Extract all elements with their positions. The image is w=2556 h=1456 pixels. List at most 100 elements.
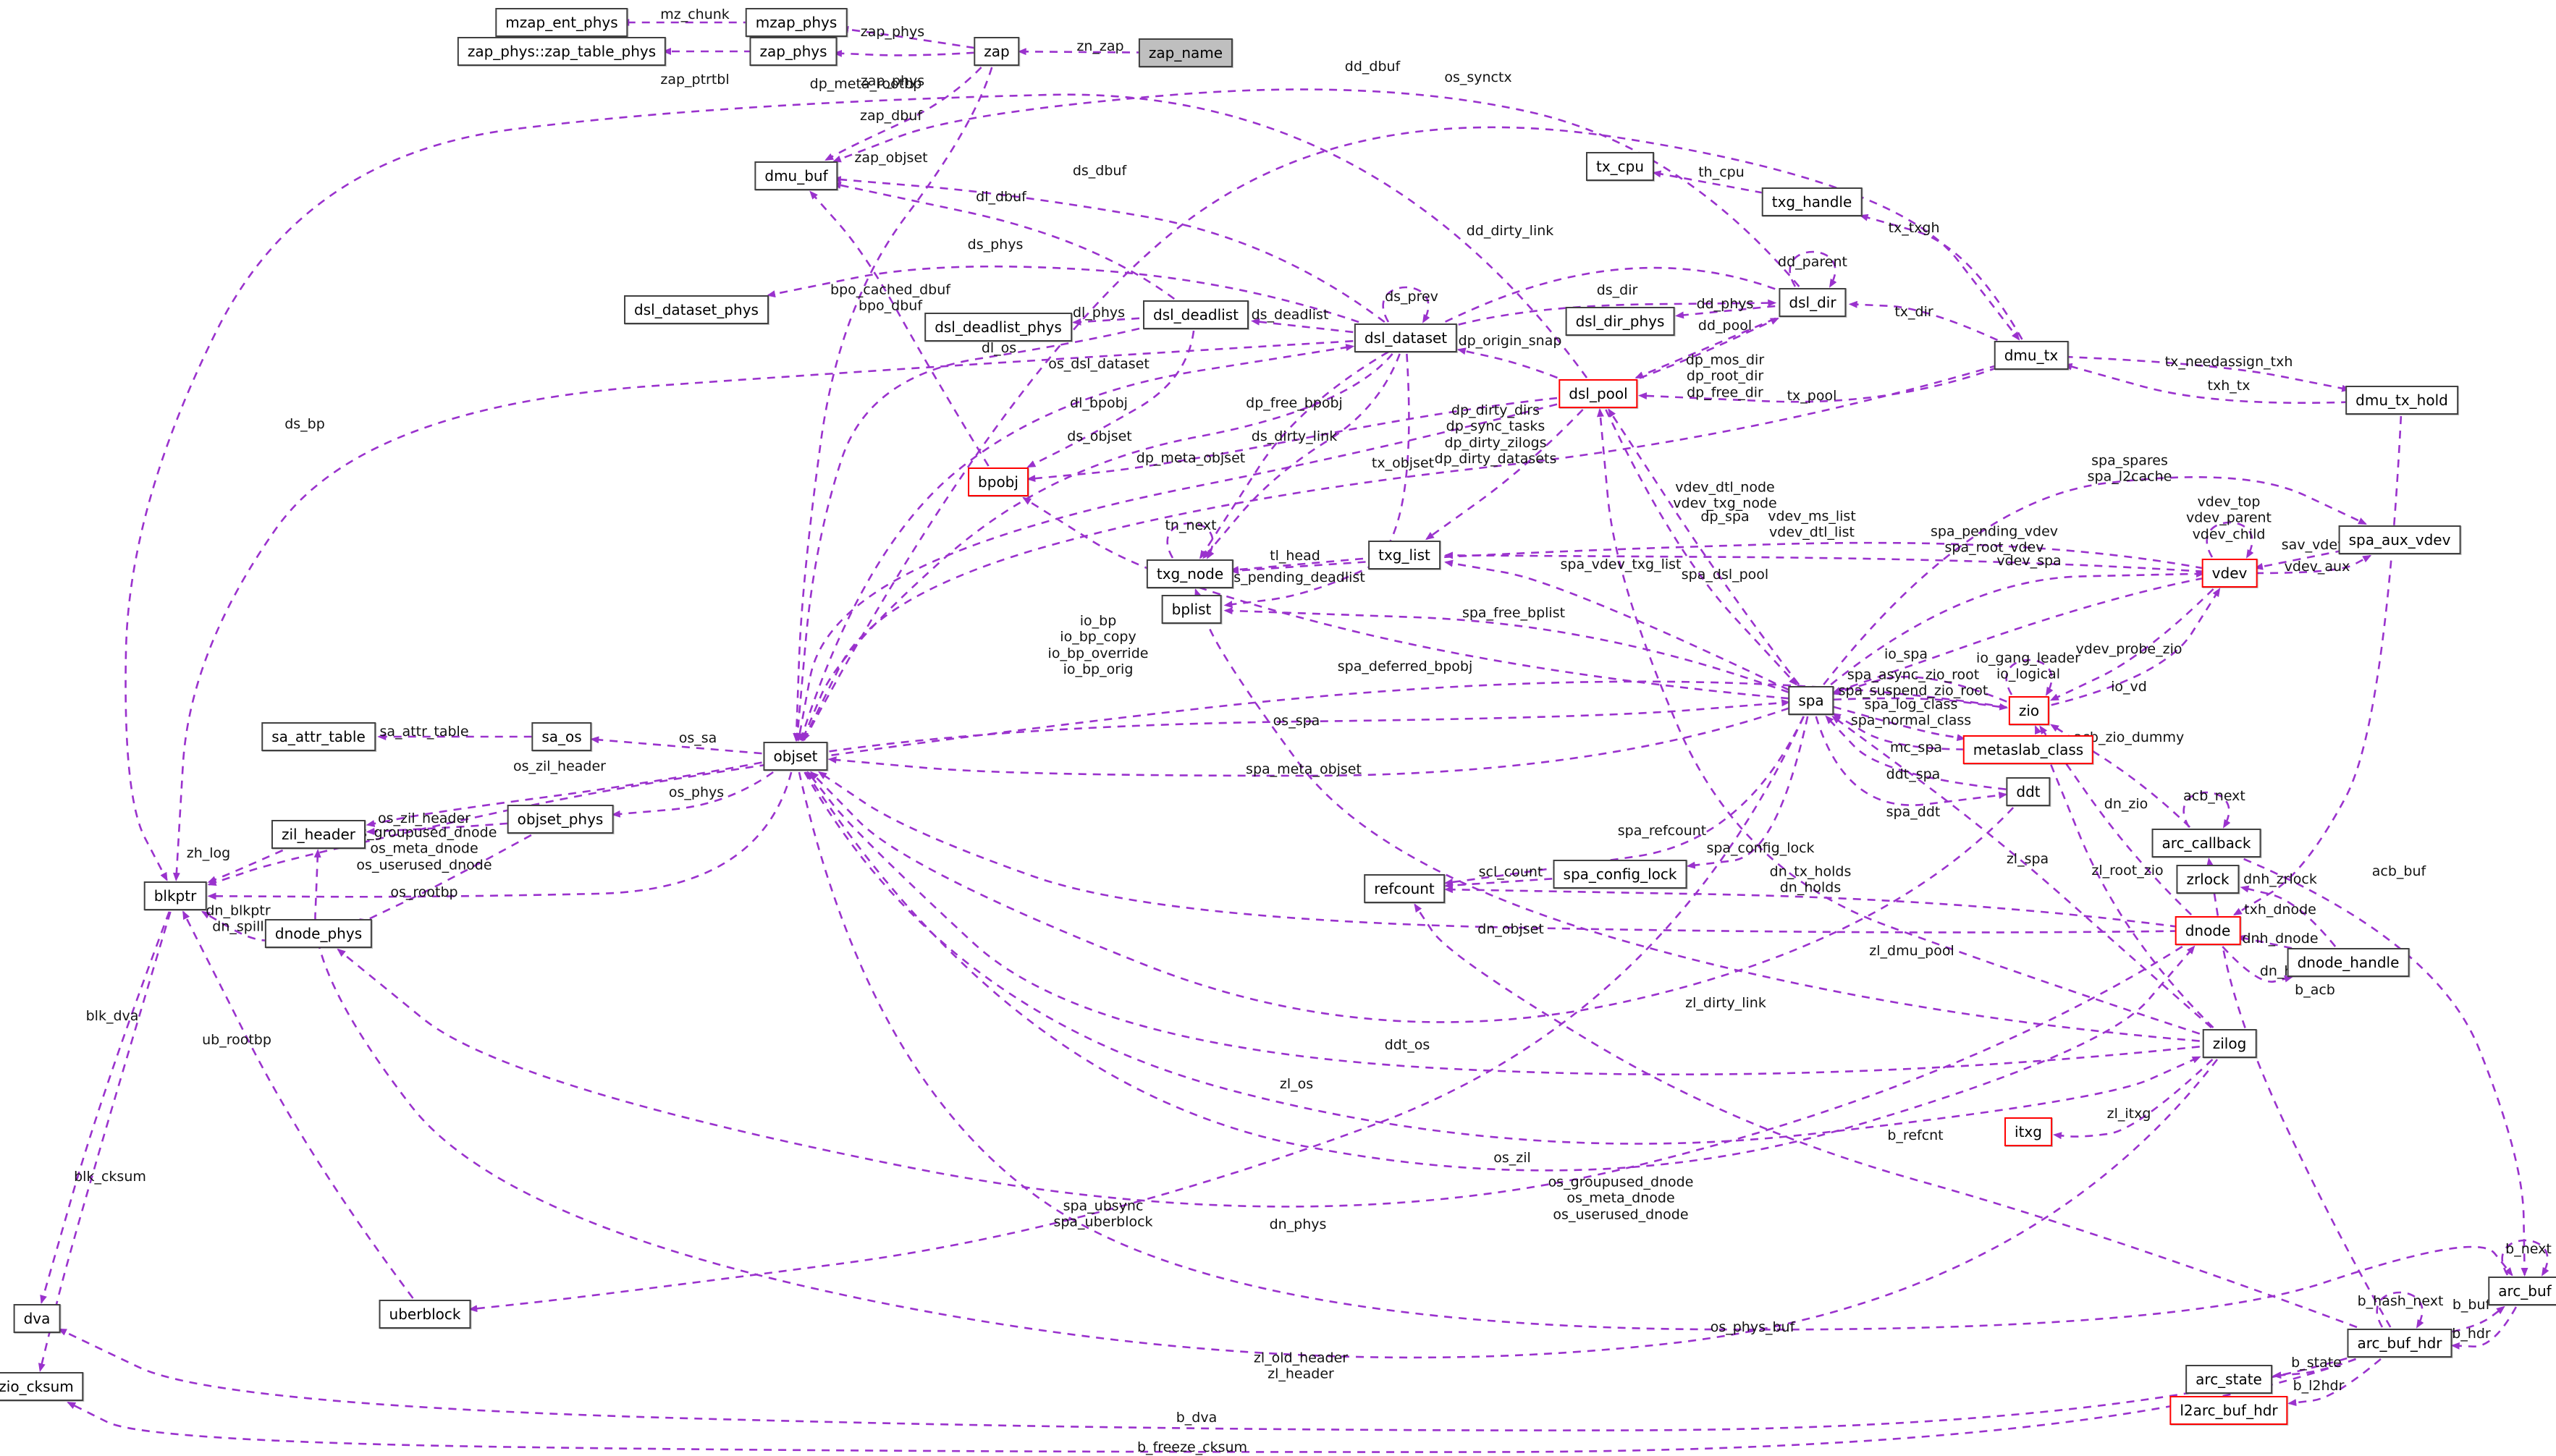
edge-dnode-dnode_handle-73 (2222, 946, 2293, 983)
edge-objset_phys-zil_header-85 (366, 822, 508, 835)
edge-arc_buf-self-110 (2501, 1239, 2549, 1277)
node-mzap_phys[interactable]: mzap_phys (745, 8, 848, 37)
node-zap[interactable]: zap (974, 37, 1020, 66)
edge-zilog-zio-67 (2034, 725, 2214, 1028)
node-zio_cksum[interactable]: zio_cksum (0, 1372, 84, 1401)
edge-zil_header-blkptr-90 (207, 849, 284, 884)
edge-dsl_dataset-dsl_deadlist-13 (1251, 318, 1354, 334)
node-bpobj[interactable]: bpobj (968, 467, 1029, 496)
edge-spa-objset-81 (827, 707, 1789, 777)
edge-dsl_pool-objset-21 (796, 403, 1558, 742)
node-bplist[interactable]: bplist (1161, 595, 1222, 624)
node-refcount[interactable]: refcount (1364, 874, 1445, 903)
node-zap_phys[interactable]: zap_phys (749, 37, 838, 66)
edge-dsl_dir-dsl_pool-31 (1635, 317, 1776, 379)
node-arc_state[interactable]: arc_state (2185, 1365, 2272, 1394)
edge-dsl_dataset-blkptr-92 (172, 340, 1354, 881)
node-tx_cpu[interactable]: tx_cpu (1585, 152, 1655, 181)
edge-spa-vdev-44 (1830, 570, 2205, 686)
edge-objset-dmu_tx-24 (803, 126, 2020, 741)
edge-dmu_tx-txg_handle-26 (1859, 213, 2023, 340)
node-arc_callback[interactable]: arc_callback (2151, 829, 2261, 858)
edge-zilog-dsl_pool-99 (1596, 408, 2201, 1035)
node-dsl_dir_phys[interactable]: dsl_dir_phys (1565, 307, 1675, 336)
edge-arc_buf_hdr-l2arc_buf_hdr-115 (2287, 1358, 2382, 1407)
node-dmu_tx_hold[interactable]: dmu_tx_hold (2345, 386, 2458, 415)
edge-arc_buf-arc_buf_hdr-113 (2450, 1306, 2518, 1350)
edge-zio-blkptr-53 (207, 680, 2007, 886)
edge-objset-zilog-105 (804, 771, 2201, 1145)
edge-arc_buf_hdr-refcount-104 (1414, 903, 2358, 1329)
node-spa_aux_vdev[interactable]: spa_aux_vdev (2338, 525, 2461, 554)
edge-dsl_dataset-bplist-52 (1223, 353, 1410, 609)
edge-dsl_dataset-self-14 (1382, 286, 1430, 323)
node-spa[interactable]: spa (1788, 686, 1834, 715)
node-uberblock[interactable]: uberblock (379, 1300, 471, 1329)
node-dsl_dataset[interactable]: dsl_dataset (1354, 323, 1458, 352)
node-zap_name[interactable]: zap_name (1138, 38, 1233, 67)
node-metaslab_class[interactable]: metaslab_class (1962, 735, 2094, 764)
node-itxg[interactable]: itxg (2004, 1117, 2052, 1146)
edge-zap-mzap_phys-1 (840, 25, 975, 49)
edge-dnode_handle-dnode-72 (2236, 934, 2293, 949)
edge-dsl_deadlist-dsl_deadlist_phys-12 (1072, 317, 1140, 326)
node-dva[interactable]: dva (13, 1304, 61, 1333)
node-zap_table_phys[interactable]: zap_phys::zap_table_phys (457, 37, 667, 66)
edge-spa-zio-56 (1833, 697, 2009, 711)
edge-spa-bpobj-55 (1022, 496, 1789, 700)
node-dmu_tx[interactable]: dmu_tx (1994, 341, 2069, 370)
node-dnode_phys[interactable]: dnode_phys (264, 919, 373, 948)
node-blkptr[interactable]: blkptr (143, 881, 207, 910)
edge-dsl_dataset-dmu_buf-8 (832, 176, 1385, 323)
edge-vdev-txg_list-42 (1444, 551, 2204, 573)
edge-zilog-spa-98 (1831, 715, 2212, 1028)
node-sa_os[interactable]: sa_os (531, 722, 592, 751)
edge-zilog-zil_header-106 (313, 849, 2219, 1359)
node-dsl_deadlist_phys[interactable]: dsl_deadlist_phys (924, 313, 1072, 342)
node-dsl_pool[interactable]: dsl_pool (1559, 379, 1638, 408)
node-objset[interactable]: objset (763, 742, 828, 771)
edge-objset_phys-dnode_phys-87 (359, 834, 532, 926)
edge-spa-refcount-76 (1444, 716, 1805, 886)
edge-arc_buf_hdr-arc_callback-74 (2206, 858, 2392, 1328)
edge-dsl_dataset-dsl_dir-29 (1458, 299, 1777, 326)
node-zio[interactable]: zio (2008, 696, 2050, 725)
edge-dsl_dataset-txg_node-20 (1202, 353, 1401, 559)
node-vdev[interactable]: vdev (2201, 559, 2258, 588)
node-l2arc_buf_hdr[interactable]: l2arc_buf_hdr (2169, 1396, 2288, 1425)
edge-spa_config_lock-refcount-78 (1444, 877, 1553, 889)
node-sa_attr_table[interactable]: sa_attr_table (261, 722, 376, 751)
edge-zap_name-zap-4 (1017, 48, 1145, 56)
edge-dnode_handle-zrlock-69 (2240, 885, 2337, 947)
node-dnode_handle[interactable]: dnode_handle (2287, 948, 2410, 977)
edge-spa-metaslab_class-61 (1833, 706, 1966, 742)
node-dsl_dir[interactable]: dsl_dir (1779, 288, 1847, 317)
edge-objset-zil_header-84 (366, 761, 762, 827)
edge-dnode-objset-79 (818, 771, 2178, 934)
node-objset_phys[interactable]: objset_phys (507, 805, 614, 834)
node-zrlock[interactable]: zrlock (2176, 865, 2240, 894)
node-zilog[interactable]: zilog (2202, 1029, 2257, 1058)
edge-objset-dnode-88 (805, 771, 2196, 1172)
node-spa_config_lock[interactable]: spa_config_lock (1553, 860, 1687, 889)
node-arc_buf[interactable]: arc_buf (2488, 1277, 2556, 1305)
edge-txg_list-txg_node-51 (1230, 557, 1364, 574)
edge-dsl_dir-self-28 (1789, 250, 1837, 288)
node-dnode[interactable]: dnode (2175, 916, 2241, 945)
node-mzap_ent_phys[interactable]: mzap_ent_phys (495, 8, 628, 37)
edge-objset-objset_phys-86 (611, 771, 774, 818)
edge-dnode-zio-66 (2039, 725, 2193, 915)
node-txg_list[interactable]: txg_list (1368, 541, 1441, 570)
edge-dmu_tx-dsl_pool-48 (1638, 366, 1998, 403)
node-ddt[interactable]: ddt (2006, 777, 2051, 806)
node-zil_header[interactable]: zil_header (271, 820, 366, 849)
node-dsl_deadlist[interactable]: dsl_deadlist (1143, 300, 1249, 329)
edge-dsl_deadlist-bpobj-17 (1026, 330, 1195, 468)
node-dmu_buf[interactable]: dmu_buf (754, 161, 838, 190)
node-dsl_dataset_phys[interactable]: dsl_dataset_phys (624, 295, 769, 324)
node-arc_buf_hdr[interactable]: arc_buf_hdr (2347, 1329, 2452, 1358)
edge-arc_buf_hdr-arc_buf-112 (2452, 1305, 2505, 1333)
node-txg_node[interactable]: txg_node (1146, 559, 1234, 588)
node-txg_handle[interactable]: txg_handle (1761, 187, 1863, 216)
